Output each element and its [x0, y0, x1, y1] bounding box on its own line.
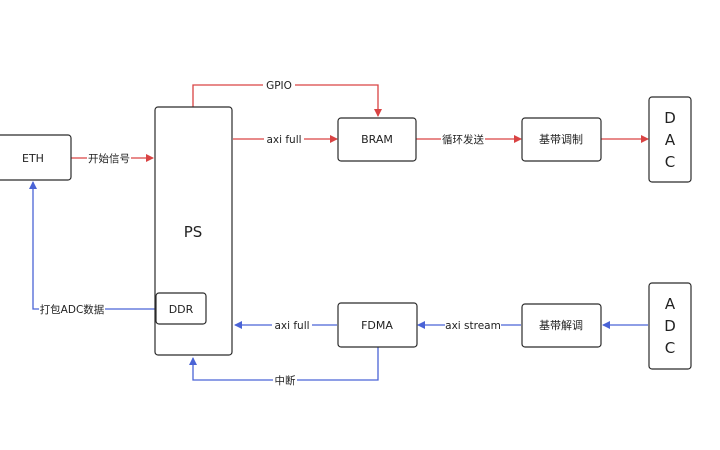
edge-ddr-to-eth	[29, 181, 156, 310]
dac-letter-2: A	[665, 131, 676, 149]
ddr-node: DDR	[155, 292, 207, 325]
ddr-label: DDR	[169, 303, 194, 316]
dac-node: D A C	[648, 96, 692, 183]
edge-label-loop-send: 循环发送	[442, 133, 484, 146]
edge-label-axi-full-bottom: axi full	[274, 320, 309, 332]
baseband-demod-label: 基带解调	[539, 318, 583, 332]
adc-node: A D C	[648, 282, 692, 370]
bram-label: BRAM	[361, 133, 393, 146]
edge-label-axi-stream: axi stream	[445, 320, 501, 332]
edge-label-gpio: GPIO	[266, 80, 292, 92]
edge-label-pack-adc: 打包ADC数据	[40, 303, 105, 316]
eth-label: ETH	[22, 152, 44, 165]
edge-label-axi-full-top: axi full	[266, 134, 301, 146]
fdma-label: FDMA	[361, 319, 393, 332]
bram-node: BRAM	[337, 117, 417, 162]
adc-letter-3: C	[665, 339, 675, 357]
eth-node: ETH	[0, 134, 72, 181]
adc-letter-1: A	[665, 295, 676, 313]
ps-label: PS	[184, 223, 203, 241]
baseband-mod-label: 基带调制	[539, 133, 583, 146]
baseband-demod-node: 基带解调	[521, 303, 602, 348]
dac-letter-3: C	[665, 153, 675, 171]
edge-label-interrupt: 中断	[275, 374, 296, 387]
baseband-mod-node: 基带调制	[521, 117, 602, 162]
fdma-node: FDMA	[337, 302, 418, 348]
adc-letter-2: D	[664, 317, 676, 335]
dac-letter-1: D	[664, 109, 676, 127]
edge-label-start-signal: 开始信号	[88, 152, 130, 165]
